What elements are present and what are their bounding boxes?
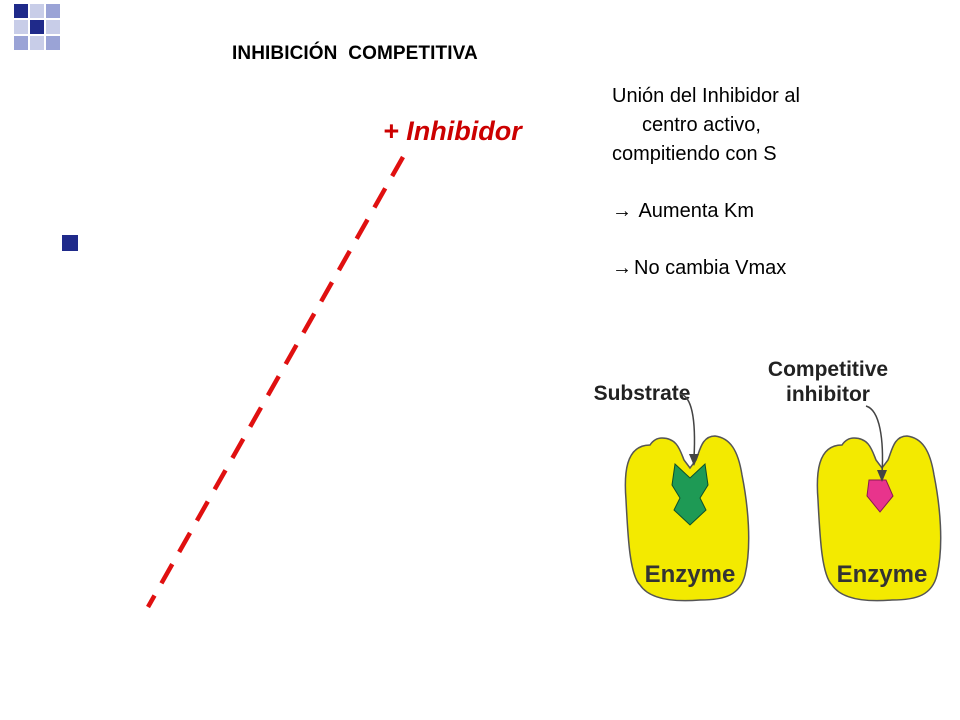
corner-decoration xyxy=(14,4,60,50)
competitive-inhibitor-label-line1: Competitive xyxy=(768,358,888,381)
enzyme-label-left: Enzyme xyxy=(645,561,736,588)
note-effect-km: → Aumenta Km xyxy=(612,197,942,226)
note-effect-vmax-text: No cambia Vmax xyxy=(634,257,787,279)
substrate-arrow-head xyxy=(689,454,699,466)
note-spacer xyxy=(612,169,942,197)
inhibitor-arrow-head xyxy=(877,470,887,482)
enzyme-right: Enzyme xyxy=(816,435,942,602)
substrate-label: Substrate xyxy=(594,382,691,405)
note-line-2: centro activo, xyxy=(642,114,761,136)
dashed-line-inhibitor xyxy=(146,155,405,609)
inhibitor-arrow xyxy=(865,405,884,475)
slide-title: INHIBICIÓN COMPETITIVA xyxy=(232,43,478,64)
notes-panel: Unión del Inhibidor al centro activo, co… xyxy=(612,82,942,283)
note-spacer xyxy=(612,226,942,254)
enzyme-left: Enzyme xyxy=(624,435,750,602)
inhibitor-line-label: + Inhibidor xyxy=(383,116,522,146)
competitive-inhibitor-label-line2: inhibitor xyxy=(786,383,870,406)
enzyme-label-right: Enzyme xyxy=(837,561,928,588)
substrate-arrow xyxy=(679,393,696,459)
right-arrow-icon: → xyxy=(612,200,632,222)
competitive-inhibition-figure: Enzyme Substrate Enzyme Competitive inhi… xyxy=(594,358,942,602)
note-effect-km-text: Aumenta Km xyxy=(634,200,755,222)
note-effect-vmax: →No cambia Vmax xyxy=(612,254,942,283)
note-line-1: Unión del Inhibidor al xyxy=(612,85,800,107)
note-line-3: compitiendo con S xyxy=(612,143,777,165)
square-bullet-icon xyxy=(62,235,78,251)
right-arrow-icon: → xyxy=(612,257,632,279)
